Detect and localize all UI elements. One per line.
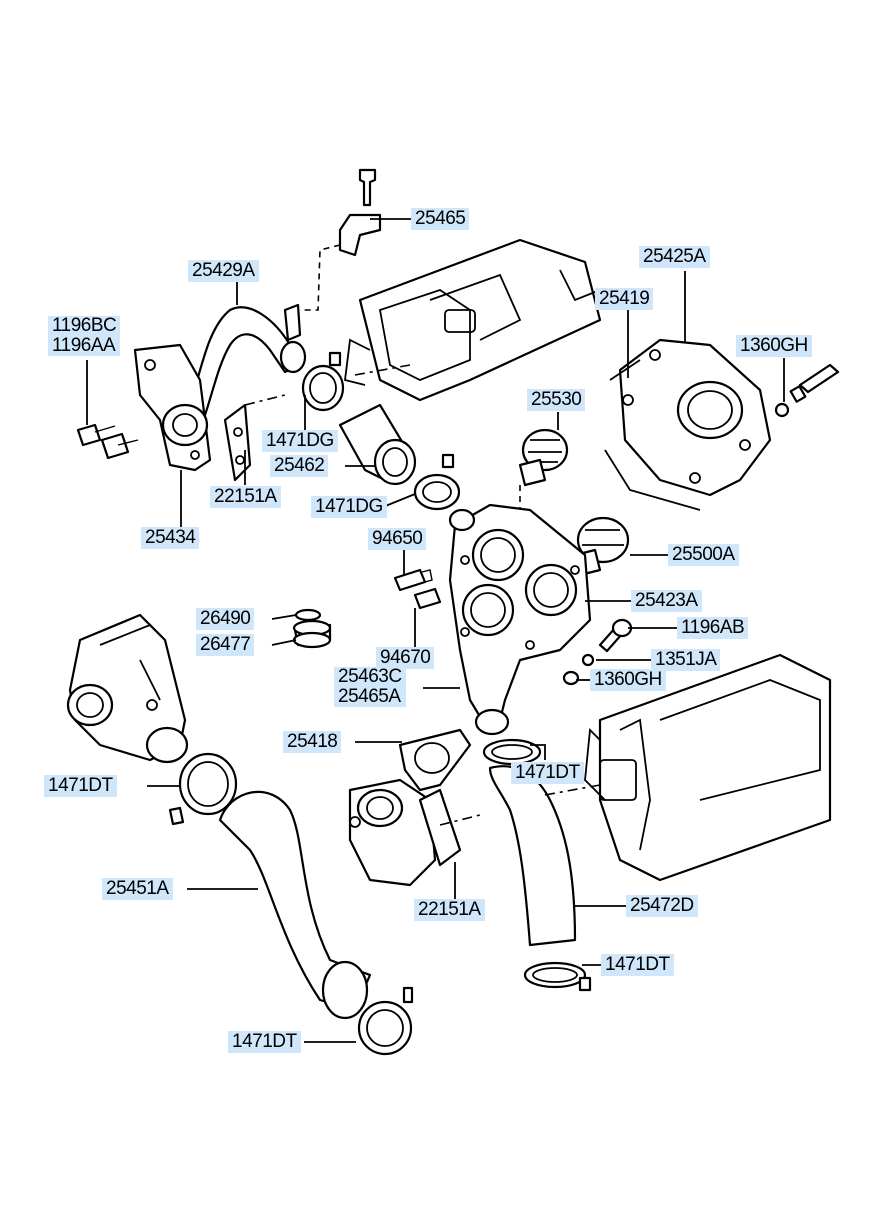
thermostat-cover-25425a-drawing: [604, 338, 772, 511]
part-label-25425a[interactable]: 25425A: [639, 246, 710, 268]
clamp-1471dg-a-drawing: [301, 351, 345, 412]
gasket-25418-drawing: [398, 728, 472, 792]
part-label-25429a[interactable]: 25429A: [188, 260, 259, 282]
part-label-25530[interactable]: 25530: [527, 389, 586, 411]
part-label-25465[interactable]: 25465: [411, 208, 470, 230]
part-label-1471dt-b[interactable]: 1471DT: [511, 762, 584, 784]
part-label-25463c[interactable]: 25463C: [338, 666, 402, 687]
sensor-94650-drawing: [393, 568, 433, 592]
gasket-22151a-top-drawing: [223, 403, 252, 482]
clamp-1471dt-a-drawing: [168, 752, 238, 826]
part-label-25418[interactable]: 25418: [283, 731, 342, 753]
bolt-1360gh-top-drawing: [774, 363, 840, 418]
water-pump-housing-drawing: [66, 613, 189, 764]
part-label-1196ab[interactable]: 1196AB: [677, 617, 749, 639]
clamp-1471dt-c-drawing: [523, 961, 592, 992]
part-label-22151a-bottom[interactable]: 22151A: [414, 899, 485, 921]
clamp-1471dg-b-drawing: [413, 453, 461, 511]
engine-block-upper-drawing: [344, 238, 602, 402]
part-label-1471dt-c[interactable]: 1471DT: [601, 954, 674, 976]
part-label-1360gh-top[interactable]: 1360GH: [736, 335, 812, 357]
part-label-25465a[interactable]: 25465A: [338, 686, 401, 707]
part-label-25462[interactable]: 25462: [270, 455, 329, 477]
part-label-1360gh-mid[interactable]: 1360GH: [590, 669, 666, 691]
cap-26477-drawing: [292, 608, 332, 649]
thermostat-25530-drawing: [518, 428, 569, 530]
part-label-26490[interactable]: 26490: [196, 608, 255, 630]
part-label-1471dg-b[interactable]: 1471DG: [311, 496, 387, 518]
part-label-22151a-top[interactable]: 22151A: [210, 486, 281, 508]
bracket-25434-drawing: [76, 343, 212, 472]
part-label-1351ja[interactable]: 1351JA: [651, 649, 721, 671]
part-label-1196aa[interactable]: 1196AA: [52, 335, 116, 356]
sensor-94670-drawing: [413, 587, 442, 610]
hose-25472d-drawing: [488, 765, 577, 947]
part-label-25500a[interactable]: 25500A: [668, 544, 739, 566]
clamp-1471dt-d-drawing: [357, 986, 414, 1056]
bolt-1196ab-drawing: [562, 618, 633, 686]
part-label-1471dg-a[interactable]: 1471DG: [262, 430, 338, 452]
thermostat-housing-25423a-drawing: [448, 503, 592, 736]
clamp-1471dt-b-drawing: [482, 738, 542, 766]
part-label-94650[interactable]: 94650: [368, 528, 427, 550]
part-label-25463c-25465a[interactable]: 25463C 25465A: [334, 667, 406, 707]
part-label-1196bc[interactable]: 1196BC: [52, 315, 117, 336]
part-label-25451a[interactable]: 25451A: [102, 878, 173, 900]
hose-25462-drawing: [338, 403, 417, 486]
part-label-1196bc-1196aa[interactable]: 1196BC 1196AA: [48, 315, 121, 356]
part-label-25472d[interactable]: 25472D: [626, 895, 698, 917]
part-label-25434[interactable]: 25434: [141, 527, 200, 549]
part-label-26477[interactable]: 26477: [196, 634, 255, 656]
leader-lines: [86, 218, 785, 1043]
part-label-94670[interactable]: 94670: [376, 647, 435, 669]
part-label-1471dt-d[interactable]: 1471DT: [228, 1031, 301, 1053]
engine-block-lower-drawing: [584, 653, 832, 882]
hose-25429a-drawing: [183, 306, 307, 442]
part-label-1471dt-a[interactable]: 1471DT: [44, 775, 117, 797]
part-label-25423a[interactable]: 25423A: [631, 590, 702, 612]
outlet-housing-drawing: [348, 778, 462, 887]
part-label-25419[interactable]: 25419: [595, 288, 654, 310]
bracket-25465-drawing: [283, 168, 382, 342]
hose-25451a-drawing: [218, 790, 372, 1020]
